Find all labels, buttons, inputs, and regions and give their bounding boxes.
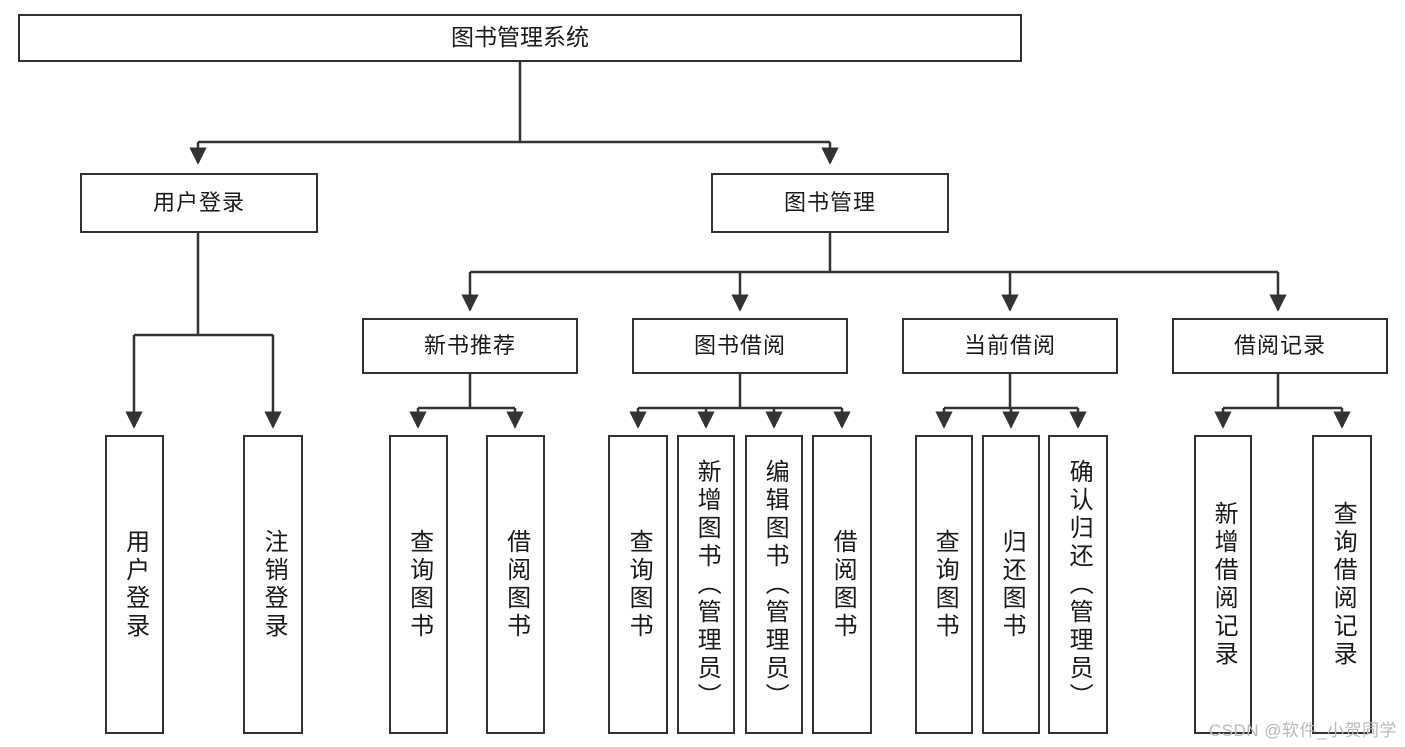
leaf-current-query-book-label: 查询图书 xyxy=(931,528,959,641)
leaf-confirm-return-admin-label: 确认归还（管理员） xyxy=(1065,458,1093,711)
leaf-user-login-label: 用户登录 xyxy=(121,528,149,641)
leaf-add-borrow-record-label: 新增借阅记录 xyxy=(1210,500,1238,669)
node-current-borrow[interactable]: 当前借阅 xyxy=(902,318,1118,374)
leaf-new-book-borrow[interactable]: 借阅图书 xyxy=(486,435,545,734)
leaf-edit-book-admin-label: 编辑图书（管理员） xyxy=(761,458,789,711)
node-root-label: 图书管理系统 xyxy=(451,24,589,51)
node-new-book-recommend[interactable]: 新书推荐 xyxy=(362,318,578,374)
leaf-add-book-admin[interactable]: 新增图书（管理员） xyxy=(677,435,735,734)
node-user-login[interactable]: 用户登录 xyxy=(80,173,318,233)
leaf-borrow-book-label: 借阅图书 xyxy=(829,528,857,641)
leaf-current-query-book[interactable]: 查询图书 xyxy=(915,435,973,734)
leaf-user-login[interactable]: 用户登录 xyxy=(105,435,164,734)
leaf-query-borrow-record[interactable]: 查询借阅记录 xyxy=(1312,435,1372,734)
leaf-borrow-book[interactable]: 借阅图书 xyxy=(812,435,872,734)
node-root[interactable]: 图书管理系统 xyxy=(18,14,1022,62)
leaf-add-book-admin-label: 新增图书（管理员） xyxy=(693,458,721,711)
leaf-new-book-query-label: 查询图书 xyxy=(405,528,433,641)
leaf-edit-book-admin[interactable]: 编辑图书（管理员） xyxy=(745,435,803,734)
leaf-user-logout-label: 注销登录 xyxy=(260,528,288,641)
leaf-query-borrow-record-label: 查询借阅记录 xyxy=(1329,500,1357,669)
watermark: CSDN @软件_小贺同学 xyxy=(1208,721,1397,740)
leaf-add-borrow-record[interactable]: 新增借阅记录 xyxy=(1194,435,1252,734)
leaf-confirm-return-admin[interactable]: 确认归还（管理员） xyxy=(1048,435,1108,734)
leaf-borrow-query-book-label: 查询图书 xyxy=(625,528,653,641)
node-user-login-label: 用户登录 xyxy=(152,190,245,216)
node-borrow-record[interactable]: 借阅记录 xyxy=(1172,318,1388,374)
node-borrow-record-label: 借阅记录 xyxy=(1233,333,1326,359)
leaf-return-book-label: 归还图书 xyxy=(998,528,1026,641)
leaf-borrow-query-book[interactable]: 查询图书 xyxy=(608,435,668,734)
node-book-borrow[interactable]: 图书借阅 xyxy=(632,318,848,374)
node-new-book-recommend-label: 新书推荐 xyxy=(423,333,516,359)
node-book-management[interactable]: 图书管理 xyxy=(711,173,949,233)
leaf-user-logout[interactable]: 注销登录 xyxy=(243,435,303,734)
node-book-borrow-label: 图书借阅 xyxy=(693,333,786,359)
node-book-management-label: 图书管理 xyxy=(783,190,876,216)
leaf-return-book[interactable]: 归还图书 xyxy=(982,435,1040,734)
leaf-new-book-borrow-label: 借阅图书 xyxy=(502,528,530,641)
leaf-new-book-query[interactable]: 查询图书 xyxy=(389,435,448,734)
node-current-borrow-label: 当前借阅 xyxy=(963,333,1056,359)
